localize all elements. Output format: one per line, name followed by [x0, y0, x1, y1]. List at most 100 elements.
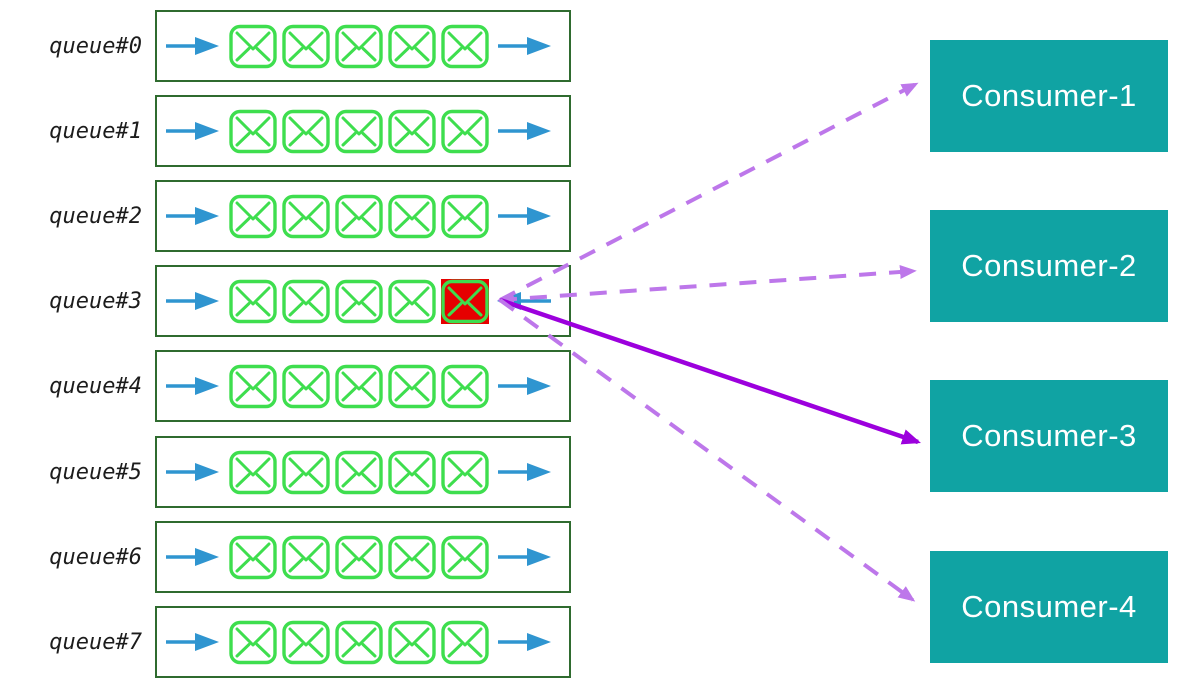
message-envelope-icon	[229, 364, 277, 409]
queue-box	[155, 10, 571, 82]
message-envelope-icon	[282, 364, 330, 409]
enqueue-arrow-icon	[165, 119, 219, 143]
enqueue-arrow-icon	[165, 374, 219, 398]
message-envelope-icon	[388, 620, 436, 665]
queue-box	[155, 606, 571, 678]
message-envelope-icon	[335, 364, 383, 409]
queue-box	[155, 350, 571, 422]
dequeue-arrow-icon	[497, 374, 551, 398]
message-envelope-icon	[335, 24, 383, 69]
message-envelope-icon	[388, 535, 436, 580]
dequeue-arrow-icon	[497, 119, 551, 143]
message-envelope-icon	[441, 364, 489, 409]
consumer-label: Consumer-2	[961, 248, 1137, 283]
message-envelope-icon	[388, 364, 436, 409]
message-envelope-icon	[282, 450, 330, 495]
arrow-right-icon	[166, 122, 219, 140]
queue-label: queue#2	[49, 203, 142, 229]
dequeue-arrow-icon	[497, 204, 551, 228]
message-envelope-icon	[229, 279, 277, 324]
message-envelope-icon	[282, 279, 330, 324]
message-envelope-icon	[335, 279, 383, 324]
message-envelope-icon	[229, 535, 277, 580]
message-envelope-icon	[229, 620, 277, 665]
queue-box	[155, 436, 571, 508]
message-envelope-icon	[335, 109, 383, 154]
message-list	[229, 194, 489, 239]
queue-label: queue#3	[49, 288, 142, 314]
message-envelope-icon	[335, 450, 383, 495]
message-envelope-icon	[335, 620, 383, 665]
message-envelope-icon	[441, 450, 489, 495]
queue-label: queue#4	[49, 373, 142, 399]
queue-box	[155, 521, 571, 593]
message-envelope-icon	[441, 194, 489, 239]
message-envelope-icon	[229, 450, 277, 495]
message-list	[229, 620, 489, 665]
message-envelope-icon	[388, 194, 436, 239]
arrow-right-icon	[166, 633, 219, 651]
arrow-right-icon	[498, 463, 551, 481]
queue-label: queue#6	[49, 544, 142, 570]
arrow-right-icon	[166, 292, 219, 310]
queue-label: queue#7	[49, 629, 142, 655]
enqueue-arrow-icon	[165, 289, 219, 313]
arrow-right-icon	[498, 633, 551, 651]
consumer-box-4: Consumer-4	[930, 551, 1168, 663]
message-envelope-icon	[388, 24, 436, 69]
message-envelope-icon	[441, 109, 489, 154]
enqueue-arrow-icon	[165, 460, 219, 484]
dequeue-arrow-icon	[497, 545, 551, 569]
message-envelope-icon	[282, 109, 330, 154]
consumer-label: Consumer-1	[961, 78, 1137, 113]
message-envelope-icon	[229, 194, 277, 239]
enqueue-arrow-icon	[165, 630, 219, 654]
message-list	[229, 279, 489, 324]
dequeue-arrow-icon	[497, 289, 551, 313]
message-list	[229, 109, 489, 154]
message-envelope-icon	[229, 109, 277, 154]
message-envelope-icon	[441, 620, 489, 665]
message-list	[229, 24, 489, 69]
message-envelope-icon	[282, 24, 330, 69]
arrow-right-icon	[166, 463, 219, 481]
queue-box	[155, 180, 571, 252]
message-envelope-icon	[388, 109, 436, 154]
enqueue-arrow-icon	[165, 545, 219, 569]
enqueue-arrow-icon	[165, 34, 219, 58]
dequeue-arrow-icon	[497, 630, 551, 654]
arrow-right-icon	[166, 548, 219, 566]
arrow-right-icon	[498, 548, 551, 566]
highlighted-message-envelope-icon	[441, 279, 489, 324]
arrow-right-icon	[498, 377, 551, 395]
arrow-right-icon	[166, 207, 219, 225]
message-envelope-icon	[335, 194, 383, 239]
consumer-box-2: Consumer-2	[930, 210, 1168, 322]
arrow-right-icon	[498, 122, 551, 140]
consumer-box-3: Consumer-3	[930, 380, 1168, 492]
message-envelope-icon	[282, 535, 330, 580]
message-envelope-icon	[282, 620, 330, 665]
arrow-right-icon	[166, 377, 219, 395]
message-list	[229, 364, 489, 409]
message-envelope-icon	[282, 194, 330, 239]
message-envelope-icon	[441, 535, 489, 580]
queue-row: queue#7	[0, 606, 1180, 678]
consumer-label: Consumer-4	[961, 589, 1137, 624]
enqueue-arrow-icon	[165, 204, 219, 228]
queue-label: queue#5	[49, 459, 142, 485]
arrow-right-icon	[498, 37, 551, 55]
message-list	[229, 535, 489, 580]
message-envelope-icon	[335, 535, 383, 580]
arrow-right-icon	[498, 207, 551, 225]
queue-box	[155, 265, 571, 337]
consumer-box-1: Consumer-1	[930, 40, 1168, 152]
message-envelope-icon	[229, 24, 277, 69]
queue-label: queue#0	[49, 33, 142, 59]
queue-row: queue#0	[0, 10, 1180, 82]
message-envelope-icon	[441, 24, 489, 69]
queue-label: queue#1	[49, 118, 142, 144]
consumer-label: Consumer-3	[961, 418, 1137, 453]
message-list	[229, 450, 489, 495]
